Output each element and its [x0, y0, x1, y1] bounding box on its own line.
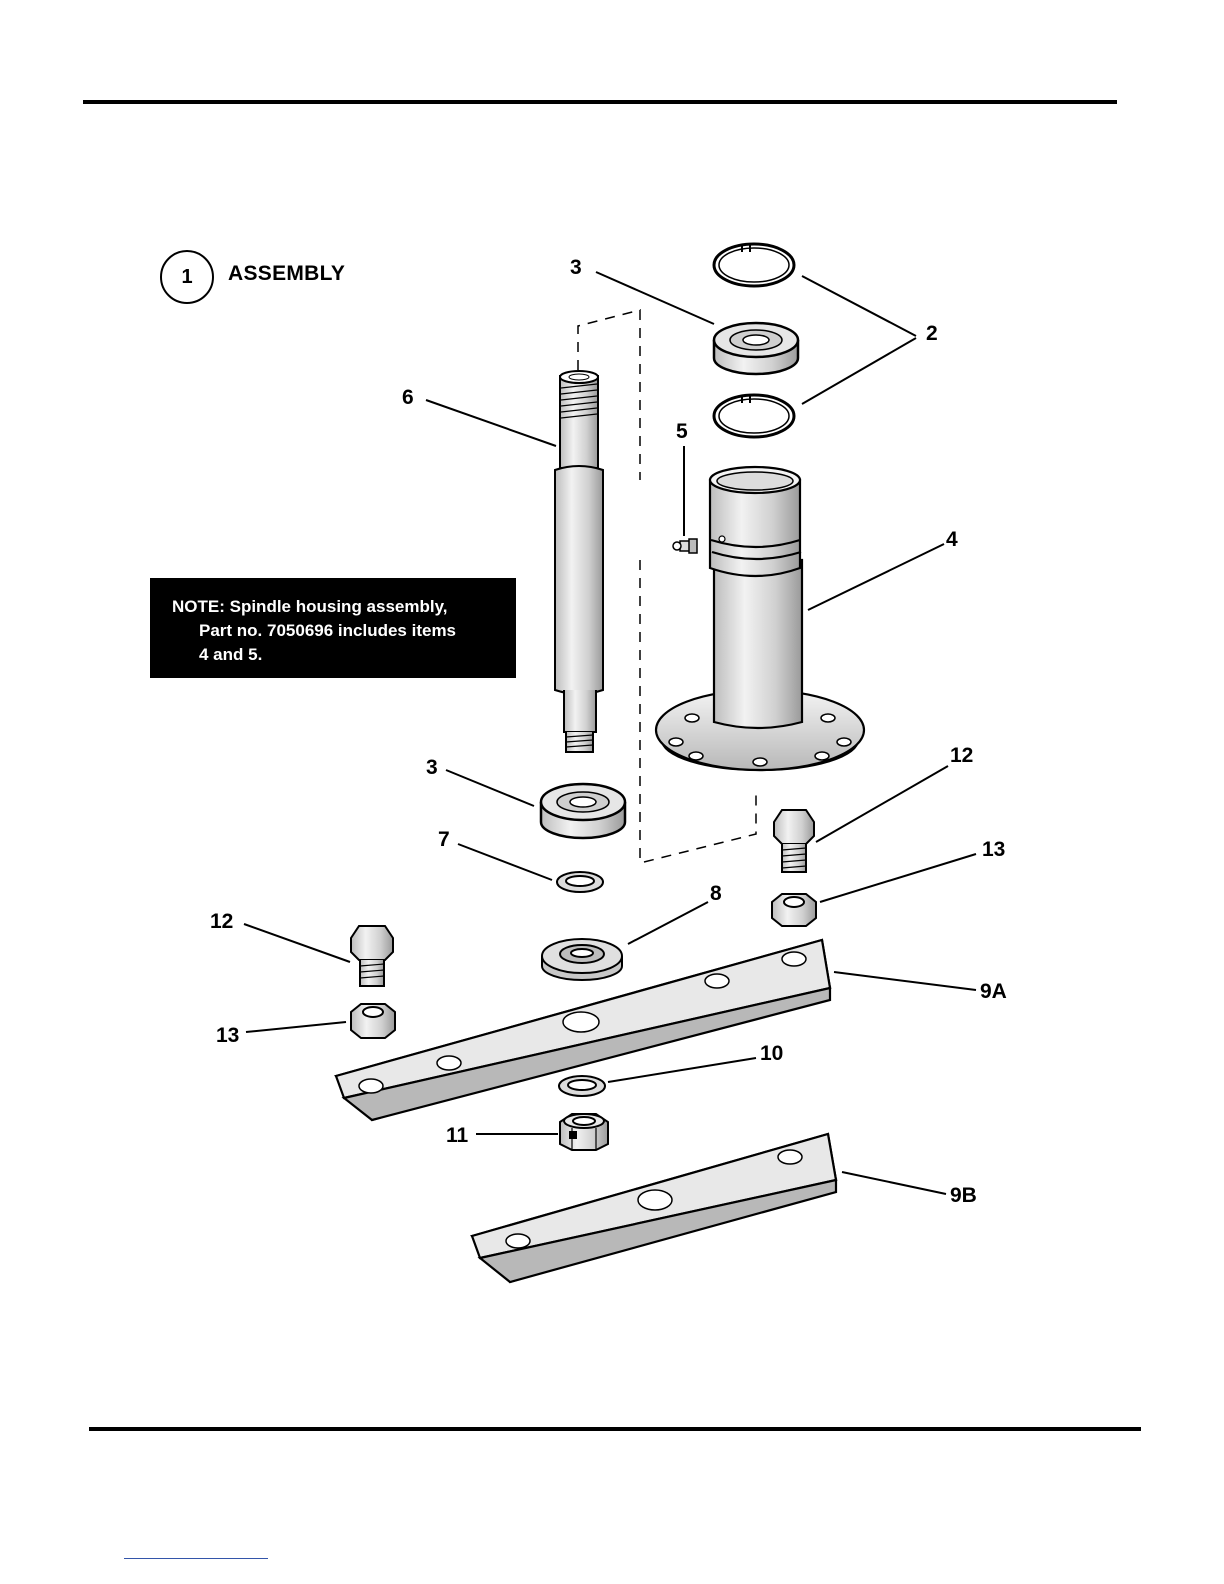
callout-4: 4: [946, 528, 958, 552]
note-line-1: NOTE: Spindle housing assembly,: [172, 595, 516, 619]
bearing-upper: [714, 323, 798, 374]
callout-9b: 9B: [950, 1184, 977, 1208]
callout-3-bottom: 3: [426, 756, 438, 780]
callout-9a: 9A: [980, 980, 1007, 1004]
callout-8: 8: [710, 882, 722, 906]
grease-fitting: [673, 539, 697, 553]
note-box: NOTE: Spindle housing assembly, Part no.…: [150, 578, 516, 678]
bearing-lower: [541, 784, 625, 838]
bottom-link-underline[interactable]: [124, 1558, 268, 1559]
note-line-2: Part no. 7050696 includes items: [172, 619, 516, 643]
callout-11: 11: [446, 1124, 468, 1148]
bolt-12-right: [774, 810, 814, 872]
callout-2: 2: [926, 322, 938, 346]
washer-10: [559, 1076, 605, 1096]
lock-nut-11: [560, 1114, 608, 1150]
callout-12-left: 12: [210, 910, 233, 934]
note-line-3: 4 and 5.: [172, 643, 516, 667]
spindle-shaft: [555, 371, 603, 752]
callout-6: 6: [402, 386, 414, 410]
callout-7: 7: [438, 828, 450, 852]
nut-13-left: [351, 1004, 395, 1038]
callout-3-top: 3: [570, 256, 582, 280]
snap-ring-lower: [714, 395, 794, 437]
callout-10: 10: [760, 1042, 783, 1066]
bolt-12-left: [351, 926, 393, 986]
callout-13-right: 13: [982, 838, 1005, 862]
callout-12-right: 12: [950, 744, 973, 768]
blade-9b: [472, 1134, 836, 1282]
spindle-housing: [656, 467, 864, 770]
washer-7: [557, 872, 603, 892]
spacer-8: [542, 939, 622, 980]
callout-13-left: 13: [216, 1024, 239, 1048]
callout-5: 5: [676, 420, 688, 444]
snap-ring-upper: [714, 244, 794, 286]
nut-13-right: [772, 894, 816, 926]
